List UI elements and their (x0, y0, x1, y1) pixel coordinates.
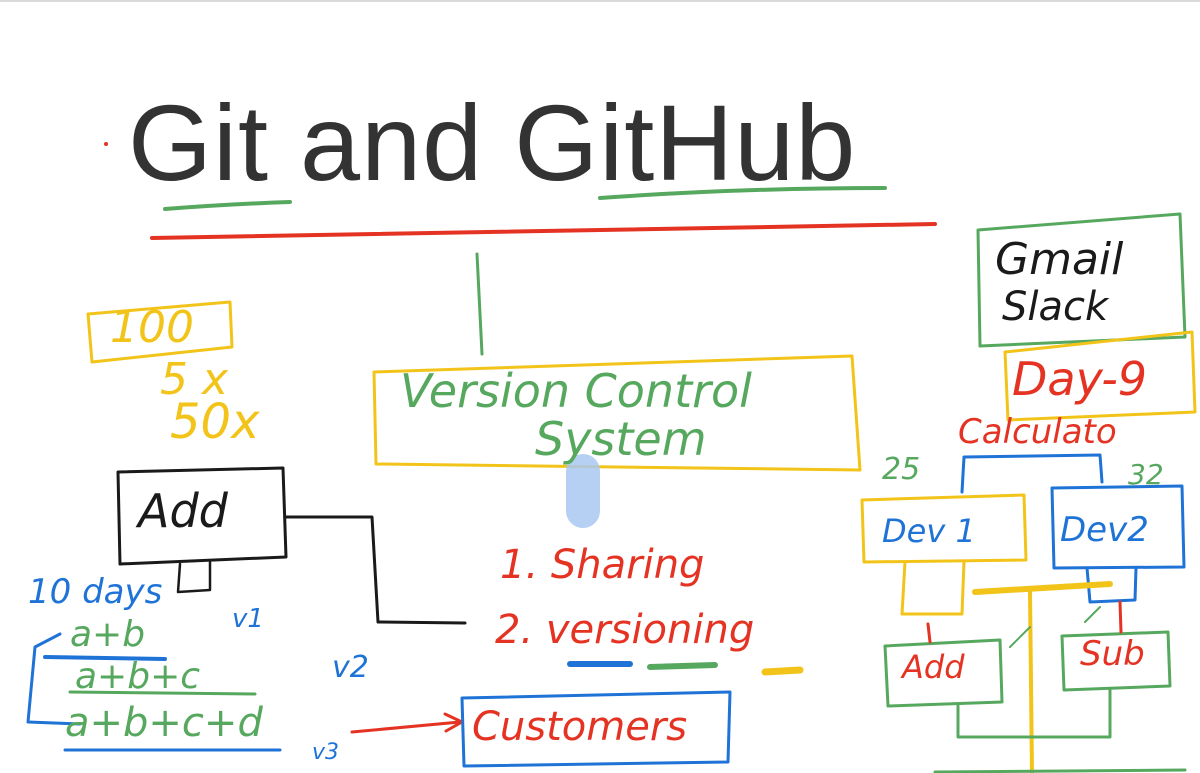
sub-tree-label: Sub (1080, 634, 1145, 674)
red-ticks (926, 600, 1123, 644)
day9-label: Day-9 (1012, 352, 1148, 406)
title-red-rule (150, 222, 937, 240)
num-32: 32 (1128, 458, 1164, 491)
customers-label: Customers (472, 704, 688, 750)
box-dev1 (860, 493, 1028, 564)
connector-add (284, 515, 467, 625)
tree-top (960, 453, 1104, 494)
tree-bottom (956, 688, 1112, 739)
box-100 (86, 300, 234, 364)
underline-versioning-green (647, 662, 718, 670)
versioning-label: 2. versioning (495, 607, 755, 653)
box-dev2 (1050, 484, 1186, 570)
num-5x: 5 x (160, 354, 229, 405)
box-add (116, 466, 288, 566)
num-25: 25 (882, 452, 921, 487)
green-ticks (1009, 606, 1101, 648)
expr-a-b-c-d: a+b+c+d (65, 700, 263, 746)
underline-github (598, 186, 887, 200)
box-customers (460, 690, 732, 768)
v3-label: v3 (312, 740, 340, 765)
underline-git (163, 200, 292, 211)
merge-bar (972, 581, 1113, 595)
add-label: Add (138, 484, 228, 538)
dev1-leg (900, 560, 966, 616)
gmail-label: Gmail (995, 234, 1124, 285)
dev2-label: Dev2 (1060, 510, 1149, 550)
stray-dot (104, 142, 108, 146)
underline-v2 (68, 690, 257, 696)
box-vcs (372, 354, 862, 472)
tree-base (933, 768, 1187, 773)
version-bracket (26, 632, 82, 726)
dev1-label: Dev 1 (882, 512, 976, 550)
v2-label: v2 (332, 650, 369, 685)
add-tree-label: Add (902, 648, 965, 686)
num-100: 100 (110, 302, 194, 353)
v1-label: v1 (232, 604, 264, 634)
slack-label: Slack (1002, 284, 1109, 330)
sharing-label: 1. Sharing (500, 542, 705, 588)
pointer-highlight (566, 454, 600, 528)
box-day9 (1003, 330, 1197, 422)
add-leg (176, 560, 212, 594)
expr-a-b-c: a+b+c (75, 656, 201, 697)
underline-versioning-yellow (761, 666, 804, 676)
arrow-customers (350, 712, 464, 734)
underline-v1 (43, 655, 167, 661)
expr-a-b: a+b (70, 614, 146, 655)
calculator-label: Calculato (958, 412, 1117, 452)
merge-trunk (1028, 590, 1034, 773)
num-50x: 50x (170, 394, 260, 450)
ten-days-label: 10 days (28, 572, 163, 612)
vcs-label-line1: Version Control (400, 364, 752, 418)
box-sub-tree (1060, 630, 1172, 692)
box-add-tree (883, 638, 1004, 708)
slide-title: Git and GitHub (128, 82, 857, 203)
connector-vcs (475, 252, 484, 356)
box-gmail (976, 212, 1187, 348)
vcs-label-line2: System (535, 412, 707, 466)
